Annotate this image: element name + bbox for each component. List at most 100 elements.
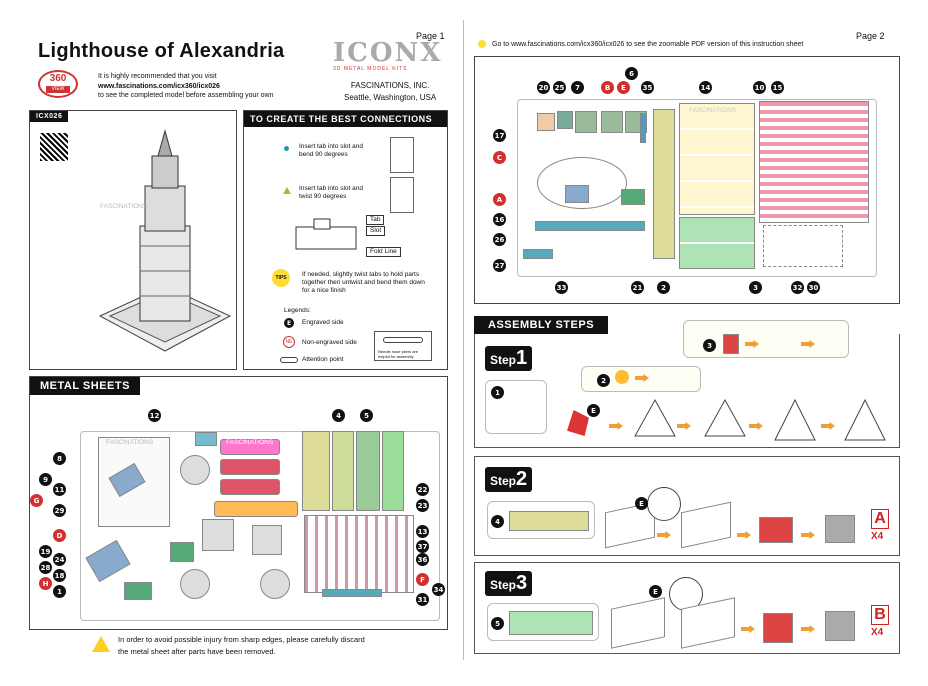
part-num-4: 4 [332,409,345,422]
part-octagon-3 [252,525,282,555]
part-pink-1 [220,439,280,455]
part-num-10: 10 [753,81,766,94]
recommend-link[interactable]: www.fascinations.com/icx360/icx026 [98,82,220,90]
watermark-sheet1b: FASCINATIONS [226,439,274,446]
step-1-arrow-b [801,340,815,348]
step-2-num-4: 4 [491,515,504,528]
badge-360: 360 [49,73,67,84]
part-num-25: 25 [553,81,566,94]
step-1-arrow-a [745,340,759,348]
label-tab: Tab [366,215,385,225]
step-1-num-E: E [587,404,600,417]
part-num-28: 28 [39,561,52,574]
step-1-cone-sequence [634,398,886,441]
company-name: FASCINATIONS, INC. [350,81,430,90]
assembly-B-label: B [871,605,889,625]
part-num-11: 11 [53,483,66,496]
part-num-13: 13 [416,525,429,538]
step-2-wall-b [681,501,731,549]
step-1-num-1: 1 [491,386,504,399]
legend-non-engraved: Non-engraved side [302,339,357,346]
legend-attention: Attention point [302,356,344,363]
step-1-num-3: 3 [703,339,716,352]
step-3-green-wall [509,611,593,635]
part-green-stair-s2 [621,189,645,205]
hand-pointer-icon [280,357,298,363]
assembly-B-count: X4 [871,627,884,638]
watermark-sheet1: FASCINATIONS [106,439,154,446]
part-num-24: 24 [53,553,66,566]
part-num-17: 17 [493,129,506,142]
part-num-15: 15 [771,81,784,94]
step-3-num-E: E [649,585,662,598]
part-num-8: 8 [53,452,66,465]
part-octagon-4 [180,569,210,599]
part-num-9: 9 [39,473,52,486]
part-num-A: A [493,193,506,206]
part-num-32: 32 [791,281,804,294]
zoomable-pdf-note[interactable]: Go to www.fascinations.com/icx360/icx026… [492,41,804,48]
part-20 [537,113,555,131]
step-3-arrow-b [801,625,815,633]
assembly-steps-header: ASSEMBLY STEPS [474,316,609,334]
part-teal-strip [322,589,382,597]
non-engraved-icon: NE [283,336,295,348]
step-3-panel: Step3 5 E B X4 [474,562,900,654]
recommend-line-1: It is highly recommended that you visit [98,73,217,80]
part-num-23: 23 [416,499,429,512]
step-2-num-E: E [635,497,648,510]
metal-sheets-header: METAL SHEETS [30,377,140,395]
part-num-27: 27 [493,259,506,272]
metal-sheet-2 [517,99,877,277]
step-3-arrow-a [741,625,755,633]
connections-header: TO CREATE THE BEST CONNECTIONS [244,111,447,127]
part-num-20: 20 [537,81,550,94]
part-27-strip [523,249,553,259]
part-35 [640,113,646,143]
page-1-label: Page 1 [416,31,445,41]
page-title: Lighthouse of Alexandria [38,40,285,62]
part-num-7: 7 [571,81,584,94]
part-columns [304,515,414,593]
watermark: FASCINATIONS [100,203,148,210]
step-2-word: Step [490,474,517,488]
part-A-blue [565,185,589,203]
brand-logo: ICONX [333,38,443,68]
tips-bulb-icon: TIPS [272,269,290,287]
step-1-panel: Step1 3 2 1 E [474,320,900,448]
step-1-number: 1 [516,347,528,369]
part-17-ring [537,157,627,209]
part-num-3: 3 [749,281,762,294]
step-3-num-5: 5 [491,617,504,630]
step-1-num-2: 2 [597,374,610,387]
part-num-18: 18 [53,569,66,582]
twist-diagram [390,177,414,213]
step-2-red-box [759,517,793,543]
step-3-number: 3 [516,572,528,594]
part-num-6: 6 [625,67,638,80]
connections-panel: TO CREATE THE BEST CONNECTIONS Insert ta… [243,110,448,370]
part-num-E: E [617,81,630,94]
part-num-1: 1 [53,585,66,598]
tip-twist: Insert tab into slot and twist 90 degree… [299,185,363,200]
part-num-21: 21 [631,281,644,294]
label-fold-line: Fold Line [366,247,401,257]
part-num-34: 34 [432,583,445,596]
metal-sheet-2-panel: FASCINATIONS 20 25 7 B E 6 35 14 10 15 1… [474,56,900,304]
step-1-arrow-d [609,422,623,430]
green-triangle-icon [283,187,291,194]
part-octagon-5 [260,569,290,599]
step-1-arrow-g [821,422,835,430]
step-2-zoom-circle [647,487,681,521]
step-2-grey-box [825,515,855,543]
part-num-12: 12 [148,409,161,422]
part-10-15-strips [759,101,869,223]
step-2-arrow-c [801,531,815,539]
part-num-30: 30 [807,281,820,294]
page-divider [463,20,464,660]
step-1-red-part [567,410,589,436]
tips-text: If needed, slightly twist tabs to hold p… [302,271,425,294]
part-num-33: 33 [555,281,568,294]
watermark-sheet2: FASCINATIONS [689,107,737,114]
metal-sheets-panel: METAL SHEETS FASCINATIONS FASCINATIONS 1… [29,376,448,630]
